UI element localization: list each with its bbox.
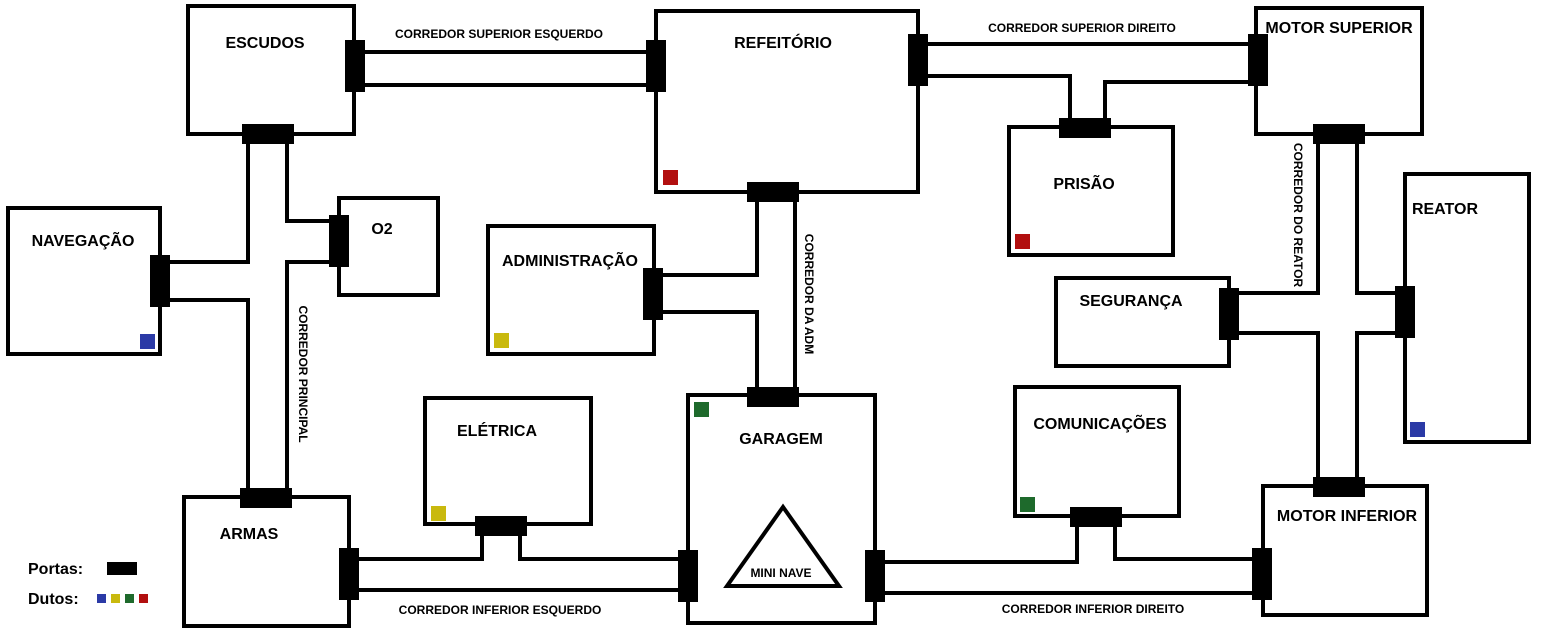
mini-nave-triangle-icon[interactable] [723, 503, 843, 588]
corridor-label-inferior-esquerdo: CORREDOR INFERIOR ESQUERDO [399, 603, 602, 617]
legend-ducts-label: Dutos: [28, 591, 79, 608]
corridor-adm[interactable] [654, 192, 797, 395]
door-comunicacoes-south[interactable] [1070, 507, 1122, 527]
room-label-garagem: GARAGEM [739, 431, 823, 448]
room-label-reator: REATOR [1412, 201, 1479, 218]
corridor-reator[interactable] [1229, 134, 1405, 486]
duct-reator-blue[interactable] [1410, 422, 1425, 437]
room-label-comunicacoes: COMUNICAÇÕES [1033, 413, 1167, 433]
room-seguranca[interactable] [1054, 276, 1231, 368]
door-refeitorio-west[interactable] [646, 40, 666, 92]
duct-refeitorio-red[interactable] [663, 170, 678, 185]
corridor-label-inferior-direito: CORREDOR INFERIOR DIREITO [1002, 602, 1184, 616]
duct-prisao-red[interactable] [1015, 234, 1030, 249]
room-escudos[interactable] [186, 4, 356, 136]
door-motor-inferior-west[interactable] [1252, 548, 1272, 600]
legend-duct-green [125, 594, 134, 603]
room-label-motor-inferior: MOTOR INFERIOR [1277, 508, 1418, 525]
door-administracao-east[interactable] [643, 268, 663, 320]
room-eletrica[interactable] [423, 396, 593, 526]
door-eletrica-south[interactable] [475, 516, 527, 536]
door-armas-east[interactable] [339, 548, 359, 600]
door-prisao-north[interactable] [1059, 118, 1111, 138]
corridor-superior-esquerdo[interactable] [356, 50, 656, 87]
door-escudos-east[interactable] [345, 40, 365, 92]
room-label-seguranca: SEGURANÇA [1079, 293, 1183, 310]
door-navegacao-east[interactable] [150, 255, 170, 307]
room-label-o2: O2 [371, 221, 392, 238]
duct-comunicacoes-green[interactable] [1020, 497, 1035, 512]
room-label-motor-superior: MOTOR SUPERIOR [1265, 20, 1413, 37]
door-garagem-north[interactable] [747, 387, 799, 407]
legend-duct-yellow [111, 594, 120, 603]
legend-doors-label: Portas: [28, 561, 83, 578]
corridor-inferior-direito[interactable] [875, 516, 1263, 595]
duct-garagem-green[interactable] [694, 402, 709, 417]
corridor-principal[interactable] [162, 134, 339, 497]
room-label-escudos: ESCUDOS [225, 35, 304, 52]
door-motor-inferior-north[interactable] [1313, 477, 1365, 497]
room-label-armas: ARMAS [220, 526, 279, 543]
room-label-administracao: ADMINISTRAÇÃO [502, 250, 638, 270]
legend: Portas: Dutos: [28, 561, 148, 608]
corridor-label-adm: CORREDOR DA ADM [802, 234, 816, 354]
door-garagem-west[interactable] [678, 550, 698, 602]
legend-duct-blue [97, 594, 106, 603]
duct-eletrica-yellow[interactable] [431, 506, 446, 521]
corridor-label-superior-direito: CORREDOR SUPERIOR DIREITO [988, 21, 1176, 35]
door-motor-superior-south[interactable] [1313, 124, 1365, 144]
door-garagem-east[interactable] [865, 550, 885, 602]
mini-nave-label: MINI NAVE [750, 566, 811, 580]
room-comunicacoes[interactable] [1013, 385, 1181, 518]
legend-duct-red [139, 594, 148, 603]
door-reator-west[interactable] [1395, 286, 1415, 338]
door-armas-north[interactable] [240, 488, 292, 508]
room-armas[interactable] [182, 495, 351, 628]
room-motor-inferior[interactable] [1261, 484, 1429, 617]
corridor-label-reator: CORREDOR DO REATOR [1291, 143, 1305, 288]
door-refeitorio-south[interactable] [747, 182, 799, 202]
door-refeitorio-east[interactable] [908, 34, 928, 86]
door-seguranca-east[interactable] [1219, 288, 1239, 340]
door-motor-superior-west[interactable] [1248, 34, 1268, 86]
room-label-prisao: PRISÃO [1053, 173, 1114, 193]
corridor-label-principal: CORREDOR PRINCIPAL [296, 305, 310, 442]
duct-navegacao-blue[interactable] [140, 334, 155, 349]
room-label-refeitorio: REFEITÓRIO [734, 33, 832, 52]
door-escudos-south[interactable] [242, 124, 294, 144]
duct-administracao-yellow[interactable] [494, 333, 509, 348]
room-administracao[interactable] [486, 224, 656, 356]
room-navegacao[interactable] [6, 206, 162, 356]
corridor-label-superior-esquerdo: CORREDOR SUPERIOR ESQUERDO [395, 27, 603, 41]
corridor-superior-direito[interactable] [918, 42, 1256, 127]
room-label-eletrica: ELÉTRICA [457, 421, 537, 440]
door-o2-west[interactable] [329, 215, 349, 267]
room-label-navegacao: NAVEGAÇÃO [32, 230, 135, 250]
room-o2[interactable] [337, 196, 440, 297]
legend-door-swatch [107, 562, 137, 575]
